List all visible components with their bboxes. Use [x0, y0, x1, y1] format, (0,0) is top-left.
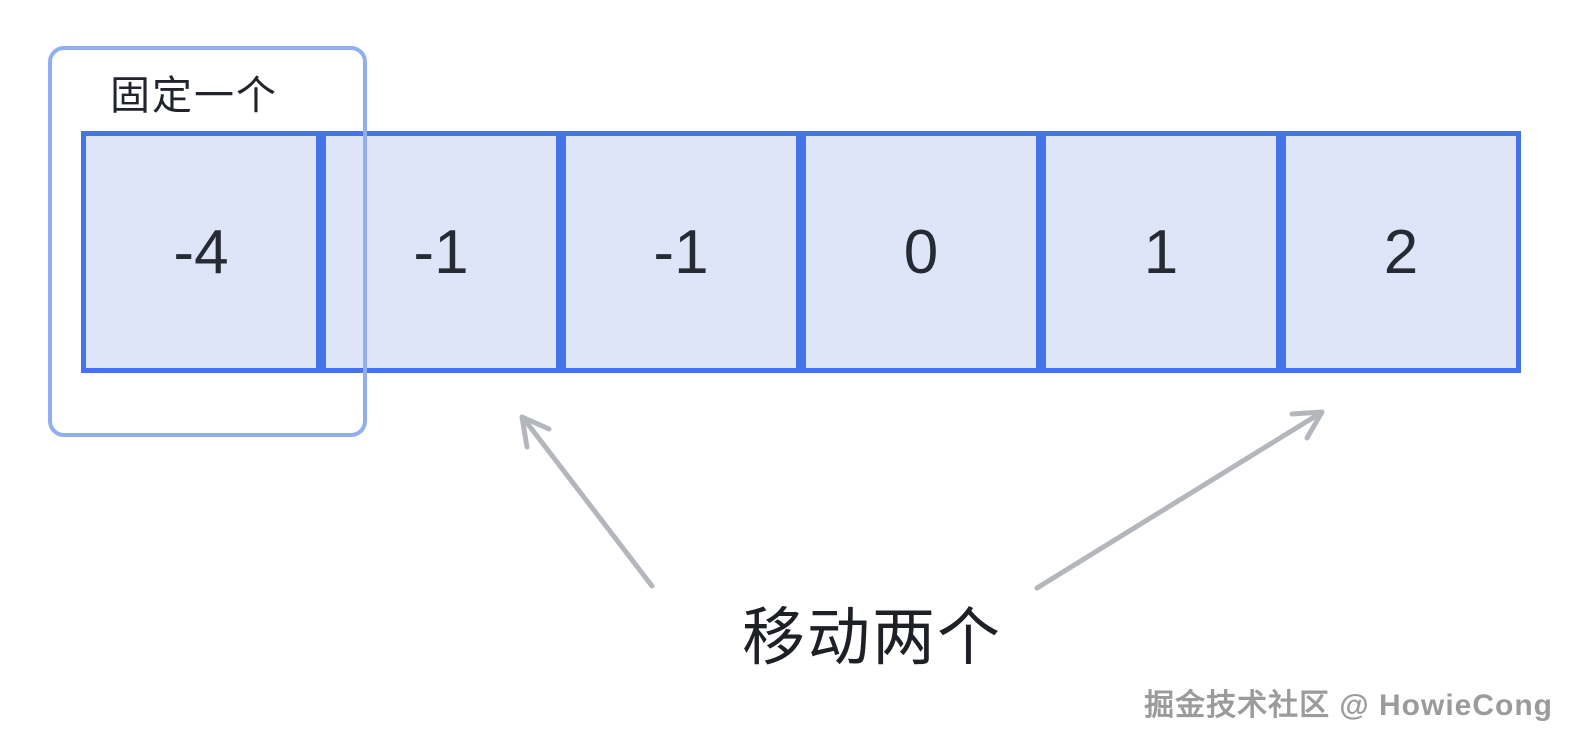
array-cell-4: 1 [1041, 131, 1281, 373]
array-cell-value: -1 [653, 217, 709, 287]
array-cell-value: 0 [903, 217, 939, 287]
left-pointer-arrowhead-icon [519, 414, 552, 450]
left-pointer-arrow-shaft [521, 416, 655, 589]
array-cell-value: 1 [1143, 217, 1179, 287]
array-cell-0: -4 [81, 131, 321, 373]
array-cell-2: -1 [561, 131, 801, 373]
array-cell-1: -1 [321, 131, 561, 373]
array-cell-value: 2 [1383, 217, 1419, 287]
array-cell-value: -1 [413, 217, 469, 287]
right-pointer-arrowhead-icon [1289, 409, 1325, 441]
array-cell-5: 2 [1281, 131, 1521, 373]
array-cell-3: 0 [801, 131, 1041, 373]
array-row: -4 -1 -1 0 1 2 [81, 131, 1521, 373]
array-cell-value: -4 [173, 217, 229, 287]
right-pointer-arrow-shaft [1034, 411, 1322, 591]
move-pointers-label: 移动两个 [742, 603, 1002, 673]
fixed-pointer-label: 固定一个 [110, 74, 278, 118]
watermark-text: 掘金技术社区 @ HowieCong [1144, 689, 1553, 722]
